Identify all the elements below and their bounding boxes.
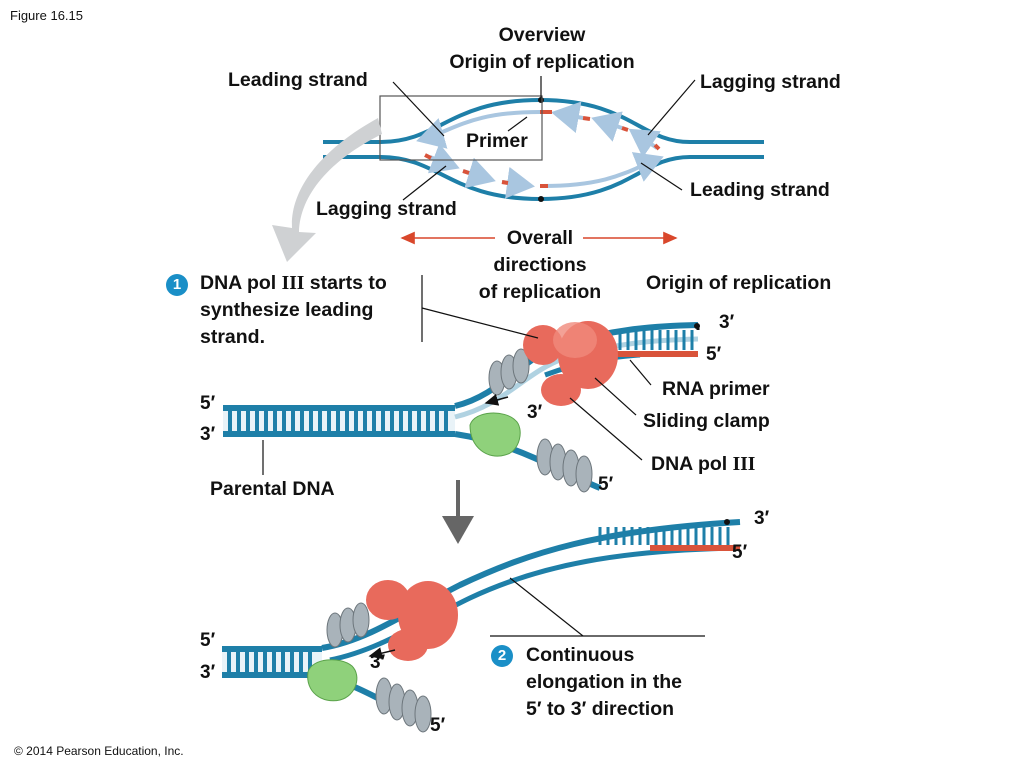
end-5-bottom-step2: 5′ (430, 715, 446, 736)
lagging-strand-top-label: Lagging strand (700, 71, 841, 93)
dna-pol-label: DNA pol III (651, 451, 755, 478)
step1-badge: 1 (166, 274, 188, 296)
step2-line1: Continuous (526, 644, 635, 666)
origin-label-step1: Origin of replication (646, 272, 832, 294)
end-3-top-step1: 3′ (719, 312, 735, 333)
end-5-top-step1: 5′ (706, 344, 722, 365)
end-3-mid-step2: 3′ (370, 652, 386, 673)
replication-bubble-overview (323, 76, 764, 245)
step1-line1-suffix: starts to (304, 272, 387, 294)
directions-line1: Overall (506, 227, 574, 249)
overview-origin-label: Origin of replication (449, 51, 635, 73)
step1-line3: strand. (200, 326, 266, 348)
step1-description: DNA pol III starts to synthesize leading… (200, 270, 387, 351)
leading-strand-top-label: Leading strand (228, 69, 368, 91)
step1-illustration (223, 275, 700, 493)
figure-label: Figure 16.15 (10, 8, 83, 23)
lagging-strand-bottom-label: Lagging strand (316, 198, 457, 220)
end-5-bottom-step1: 5′ (598, 474, 614, 495)
step1-roman: III (281, 273, 305, 294)
step1-line1: DNA pol III starts to (200, 270, 387, 297)
copyright: © 2014 Pearson Education, Inc. (14, 744, 184, 758)
overview-title: Overview Origin of replication (431, 22, 653, 76)
end-5-left-step2: 5′ (200, 630, 216, 651)
step2-description: Continuous elongation in the 5′ to 3′ di… (526, 642, 682, 723)
end-3-mid-step1: 3′ (527, 402, 543, 423)
sliding-clamp-label: Sliding clamp (643, 410, 770, 432)
zoom-arrow (272, 118, 382, 262)
directions-line2: directions (493, 254, 587, 276)
step1-line2: synthesize leading (200, 299, 374, 321)
dna-pol-roman: III (732, 454, 756, 475)
dna-pol-prefix: DNA pol (651, 453, 733, 475)
step2-illustration (222, 519, 741, 733)
step2-badge: 2 (491, 645, 513, 667)
end-5-top-step2: 5′ (732, 542, 748, 563)
parental-dna-label: Parental DNA (210, 478, 335, 500)
primer-label: Primer (466, 130, 528, 152)
end-5-left-step1: 5′ (200, 393, 216, 414)
overview-title-line1: Overview (498, 24, 586, 46)
step2-line2: elongation in the (526, 671, 682, 693)
rna-primer-label: RNA primer (662, 378, 770, 400)
step1-line1-prefix: DNA pol (200, 272, 282, 294)
end-3-left-step1: 3′ (200, 424, 216, 445)
directions-line3: of replication (478, 281, 602, 303)
end-3-left-step2: 3′ (200, 662, 216, 683)
step2-line3: 5′ to 3′ direction (526, 698, 675, 720)
directions-label: Overall directions of replication (458, 225, 622, 306)
end-3-top-step2: 3′ (754, 508, 770, 529)
leading-strand-bottom-label: Leading strand (690, 179, 830, 201)
